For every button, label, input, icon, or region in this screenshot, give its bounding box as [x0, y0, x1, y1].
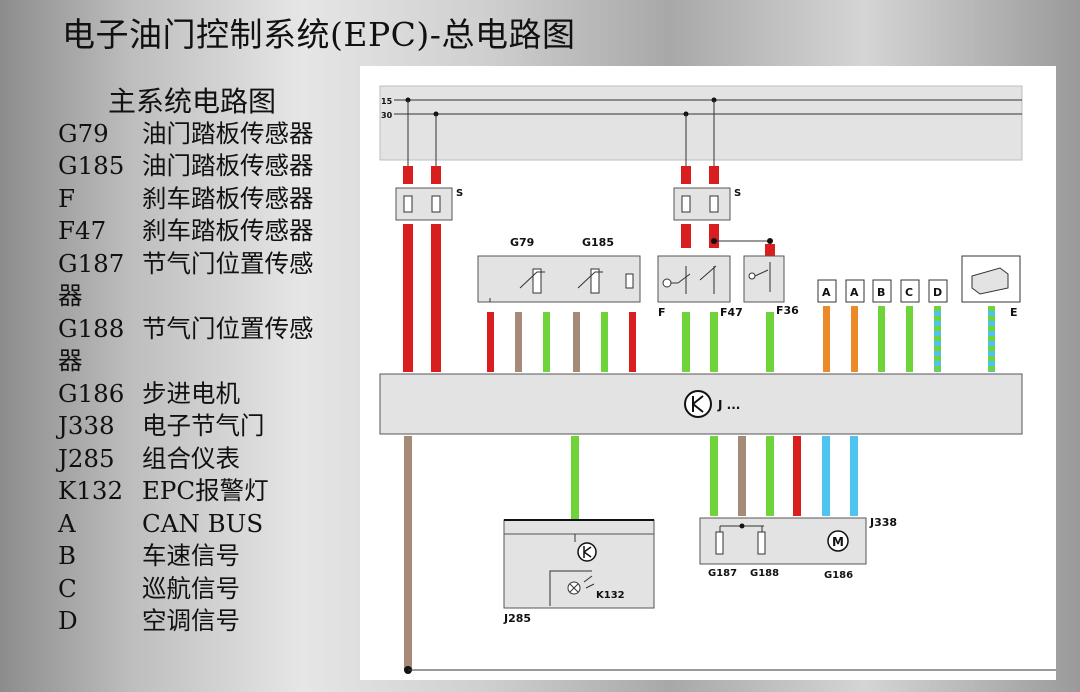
legend-code: G187 [58, 249, 125, 278]
wire-green [906, 306, 913, 372]
wire-green [766, 312, 774, 372]
legend-code: F47 [58, 216, 107, 245]
legend-desc: 油门踏板传感器 [142, 119, 314, 148]
connector-c [900, 279, 920, 303]
e-label: E [1010, 306, 1018, 319]
wire-green [682, 312, 690, 372]
legend-desc: 巡航信号 [142, 574, 240, 603]
wire-red [487, 312, 494, 372]
conn-b-label: B [877, 286, 885, 299]
wire-green [766, 436, 774, 516]
connector-a [845, 279, 865, 303]
wire-red [431, 224, 441, 372]
g186-label: G186 [824, 570, 853, 581]
legend-desc-continued: 器 [58, 346, 83, 375]
legend-code: G79 [58, 119, 109, 148]
f47-label: F47 [720, 306, 743, 319]
rail-30-label: 30 [381, 111, 393, 120]
legend-code: D [58, 606, 78, 635]
g187-label: G187 [708, 568, 737, 579]
wire-red [629, 312, 636, 372]
legend-code: C [58, 574, 77, 603]
wire-brown [515, 312, 522, 372]
wire-green [710, 312, 718, 372]
legend-desc: 刹车踏板传感器 [142, 184, 314, 213]
legend-desc: 油门踏板传感器 [142, 151, 314, 180]
legend-code: B [58, 541, 77, 570]
connector-b [872, 279, 892, 303]
legend-code: G188 [58, 314, 125, 343]
legend-heading: 主系统电路图 [108, 85, 277, 118]
g188-label: G188 [750, 568, 779, 579]
rail-15-label: 15 [381, 97, 393, 106]
k132-label: K132 [596, 590, 625, 601]
fuse-right-label: S [734, 188, 741, 199]
wire-green [543, 312, 550, 372]
g185-label: G185 [582, 236, 614, 249]
wire-blue [850, 436, 858, 516]
g79-label: G79 [510, 236, 534, 249]
legend-desc: 刹车踏板传感器 [142, 216, 314, 245]
legend-desc: 节气门位置传感 [142, 314, 314, 343]
circuit-diagram-panel: 15 30 S S G79 G185 F F47 [360, 66, 1056, 680]
legend-desc: EPC报警灯 [142, 476, 269, 505]
wire-green-blue [988, 306, 995, 372]
legend-code: G186 [58, 379, 125, 408]
conn-d-label: D [933, 286, 942, 299]
f36-label: F36 [776, 304, 799, 317]
wire-orange [823, 306, 830, 372]
junction-dot [711, 238, 717, 244]
legend-desc: 节气门位置传感 [142, 249, 314, 278]
epc-warning-lamp-icon [567, 575, 595, 595]
power-bus-box [379, 85, 1023, 161]
wire-green [878, 306, 885, 372]
instrument-cluster-box [503, 519, 655, 609]
svg-text:M: M [832, 535, 844, 549]
ecu-symbol-icon [684, 390, 712, 418]
connector-a [817, 279, 837, 303]
connector-d [928, 279, 948, 303]
legend-desc-continued: 器 [58, 281, 83, 310]
legend-desc: 车速信号 [142, 541, 240, 570]
conn-a1-label: A [822, 286, 831, 299]
wire-green [710, 436, 718, 516]
brake-switch-box [657, 255, 731, 303]
legend-desc: 步进电机 [142, 379, 240, 408]
wire-brown [573, 312, 580, 372]
f36-switch-box [743, 255, 785, 303]
legend-code: G185 [58, 151, 125, 180]
legend-code: J285 [58, 444, 115, 473]
legend-desc: CAN BUS [142, 509, 264, 538]
wire-orange [851, 306, 858, 372]
wire-green [601, 312, 608, 372]
fuse-left-label: S [456, 188, 463, 199]
wire-blue [822, 436, 830, 516]
legend-desc: 空调信号 [142, 606, 240, 635]
legend-code: A [58, 509, 76, 538]
wire-red [403, 224, 413, 372]
f-label: F [658, 306, 666, 319]
ecu-label: J ... [717, 398, 740, 412]
j285-label: J285 [503, 612, 531, 625]
wire-green-blue [934, 306, 941, 372]
junction-dot [767, 238, 773, 244]
throttle-motor-icon: M [827, 530, 849, 552]
legend-code: K132 [58, 476, 124, 505]
conn-a2-label: A [850, 286, 859, 299]
legend-desc: 电子节气门 [142, 411, 265, 440]
circuit-diagram: 15 30 S S G79 G185 F F47 [379, 85, 1056, 674]
page-title: 电子油门控制系统(EPC)-总电路图 [62, 15, 576, 54]
legend-code: F [58, 184, 75, 213]
legend-desc: 组合仪表 [142, 444, 240, 473]
wire-brown [404, 436, 412, 670]
cluster-symbol-icon [577, 542, 597, 562]
legend-code: J338 [58, 411, 115, 440]
conn-c-label: C [905, 286, 913, 299]
j338-label: J338 [869, 516, 897, 529]
wire-red [793, 436, 801, 516]
wire-green [571, 436, 579, 520]
pedal-sensor-box [477, 255, 641, 303]
wire-brown [738, 436, 746, 516]
